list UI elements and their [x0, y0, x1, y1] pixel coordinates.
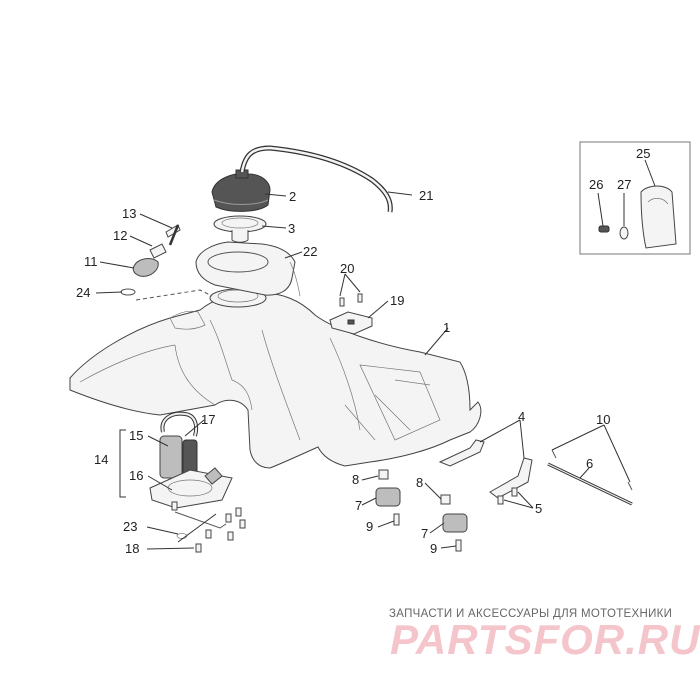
fuel-tank-part — [69, 288, 482, 469]
rubber-mounts-part — [375, 469, 468, 552]
callout-19: 19 — [390, 293, 404, 308]
watermark-logo: PARTSFOR.RU — [390, 616, 700, 663]
callout-11: 11 — [84, 254, 98, 269]
mount-brackets-part — [438, 439, 533, 505]
watermark-subtitle: ЗАПЧАСТИ И АКСЕССУАРЫ ДЛЯ МОТОТЕХНИКИ — [389, 608, 672, 620]
callout-25: 25 — [636, 146, 650, 161]
callout-5: 5 — [535, 501, 542, 516]
callout-15: 15 — [129, 428, 143, 443]
callout-21: 21 — [419, 188, 433, 203]
pump-bolts — [171, 501, 246, 553]
callout-9a: 9 — [366, 519, 373, 534]
callout-26: 26 — [589, 177, 603, 192]
tank-cover-part — [195, 241, 301, 297]
callout-13: 13 — [122, 206, 136, 221]
fuel-cap-part — [211, 169, 271, 212]
callout-4: 4 — [518, 409, 525, 424]
callout-24: 24 — [76, 285, 90, 300]
callout-3: 3 — [288, 221, 295, 236]
callout-9b: 9 — [430, 541, 437, 556]
callout-22: 22 — [303, 244, 317, 259]
callout-7a: 7 — [355, 498, 362, 513]
callout-20: 20 — [340, 261, 354, 276]
callout-14: 14 — [94, 452, 108, 467]
callout-8a: 8 — [352, 472, 359, 487]
callout-1: 1 — [443, 320, 450, 335]
callout-16: 16 — [129, 468, 143, 483]
callout-23: 23 — [123, 519, 137, 534]
callout-12: 12 — [113, 228, 127, 243]
callout-10: 10 — [596, 412, 610, 427]
callout-7b: 7 — [421, 526, 428, 541]
breather-hose-part — [239, 145, 393, 213]
support-rod-part — [547, 449, 633, 506]
callout-labels: 1 2 3 4 5 6 7 7 8 8 9 9 10 11 12 13 14 1… — [76, 146, 650, 556]
fuel-pump-assembly — [149, 411, 246, 553]
gasket-part — [213, 215, 267, 243]
bracket-part — [329, 293, 373, 335]
watermark: ЗАПЧАСТИ И АКСЕССУАРЫ ДЛЯ МОТОТЕХНИКИ PA… — [389, 608, 700, 663]
callout-6: 6 — [586, 456, 593, 471]
fuel-valve-fittings — [120, 224, 213, 301]
callout-2: 2 — [289, 189, 296, 204]
callout-8b: 8 — [416, 475, 423, 490]
detail-inset-box — [579, 141, 691, 255]
callout-18: 18 — [125, 541, 139, 556]
leader-lines — [95, 159, 656, 550]
callout-27: 27 — [617, 177, 631, 192]
callout-17: 17 — [201, 412, 215, 427]
